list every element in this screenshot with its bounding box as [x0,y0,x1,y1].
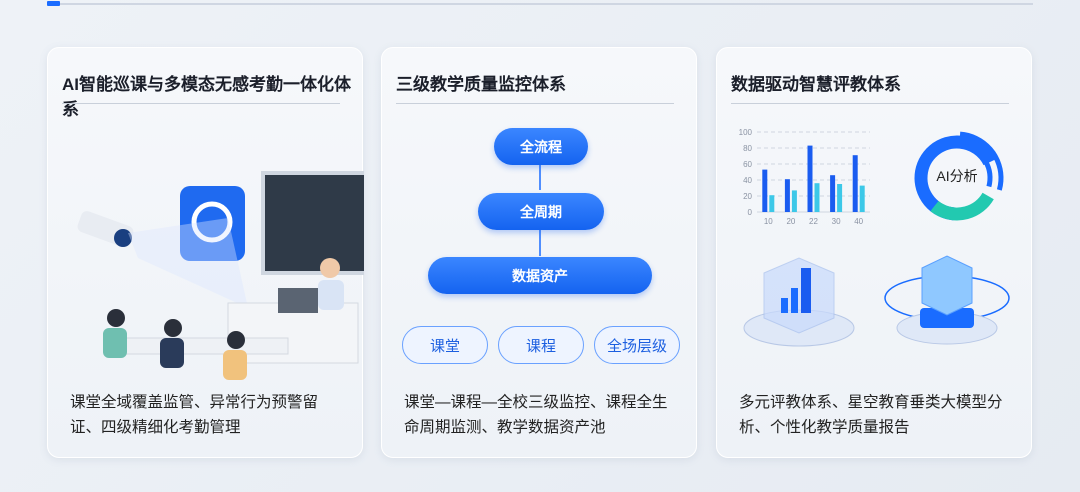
donut-chart [910,131,1004,225]
x-tick-label: 20 [786,217,795,226]
flow-connectors [539,165,541,256]
bar [814,183,820,212]
bar [830,175,836,212]
bar [807,145,813,212]
card-description: 课堂全域覆盖监管、异常行为预警留证、四级精细化考勤管理 [70,394,319,436]
data-cube-illustration [884,255,1010,345]
y-tick-label: 0 [748,208,753,217]
x-tick-label: 30 [832,217,841,226]
card-description: 多元评教体系、星空教育垂类大模型分析、个性化教学质量报告 [739,394,1003,436]
x-tick-label: 40 [854,217,863,226]
y-tick-label: 100 [739,128,753,137]
bar [791,190,797,212]
y-tick-label: 80 [743,144,752,153]
bar-chart: 0 20 40 60 80 100 10 20 22 30 40 [739,128,870,226]
card-quality-monitoring: 三级教学质量监控体系 全流程 全周期 数据资产 课堂 课程 全场层级 课堂—课程… [381,47,697,458]
bar [837,184,843,212]
bar-cube-illustration [743,257,855,347]
progress-track [48,3,1033,5]
card-title: 三级教学质量监控体系 [396,75,566,94]
divider [62,103,340,104]
divider [396,103,674,104]
flow-leaf-school-level: 全场层级 [594,326,680,364]
flow-node-data-assets: 数据资产 [428,257,652,294]
x-tick-label: 22 [809,217,818,226]
flow-leaf-classroom: 课堂 [402,326,488,364]
progress-indicator [47,1,60,6]
y-tick-label: 20 [743,192,752,201]
flow-leaf-course: 课程 [498,326,584,364]
bar [762,169,768,212]
card-ai-patrol: AI智能巡课与多模态无感考勤一体化体系 课堂全域覆盖监管、异常行为预警留证、四级… [47,47,364,458]
card-data-evaluation: 数据驱动智慧评教体系 0 20 40 60 80 100 10 20 22 30 40 AI分析 多… [716,47,1032,458]
bar [784,179,790,212]
y-tick-label: 60 [743,160,752,169]
flow-node-full-cycle: 全周期 [478,193,604,230]
bar [769,195,775,212]
card-title: 数据驱动智慧评教体系 [731,75,901,94]
classroom-illustration [77,171,364,380]
bar [859,185,865,212]
donut-label: AI分析 [936,168,978,184]
flow-node-full-process: 全流程 [494,128,588,165]
y-tick-label: 40 [743,176,752,185]
card-description: 课堂—课程—全校三级监控、课程全生命周期监测、教学数据资产池 [404,394,668,436]
divider [731,103,1009,104]
x-tick-label: 10 [764,217,773,226]
card-title: AI智能巡课与多模态无感考勤一体化体系 [62,75,351,119]
bar [852,155,858,212]
